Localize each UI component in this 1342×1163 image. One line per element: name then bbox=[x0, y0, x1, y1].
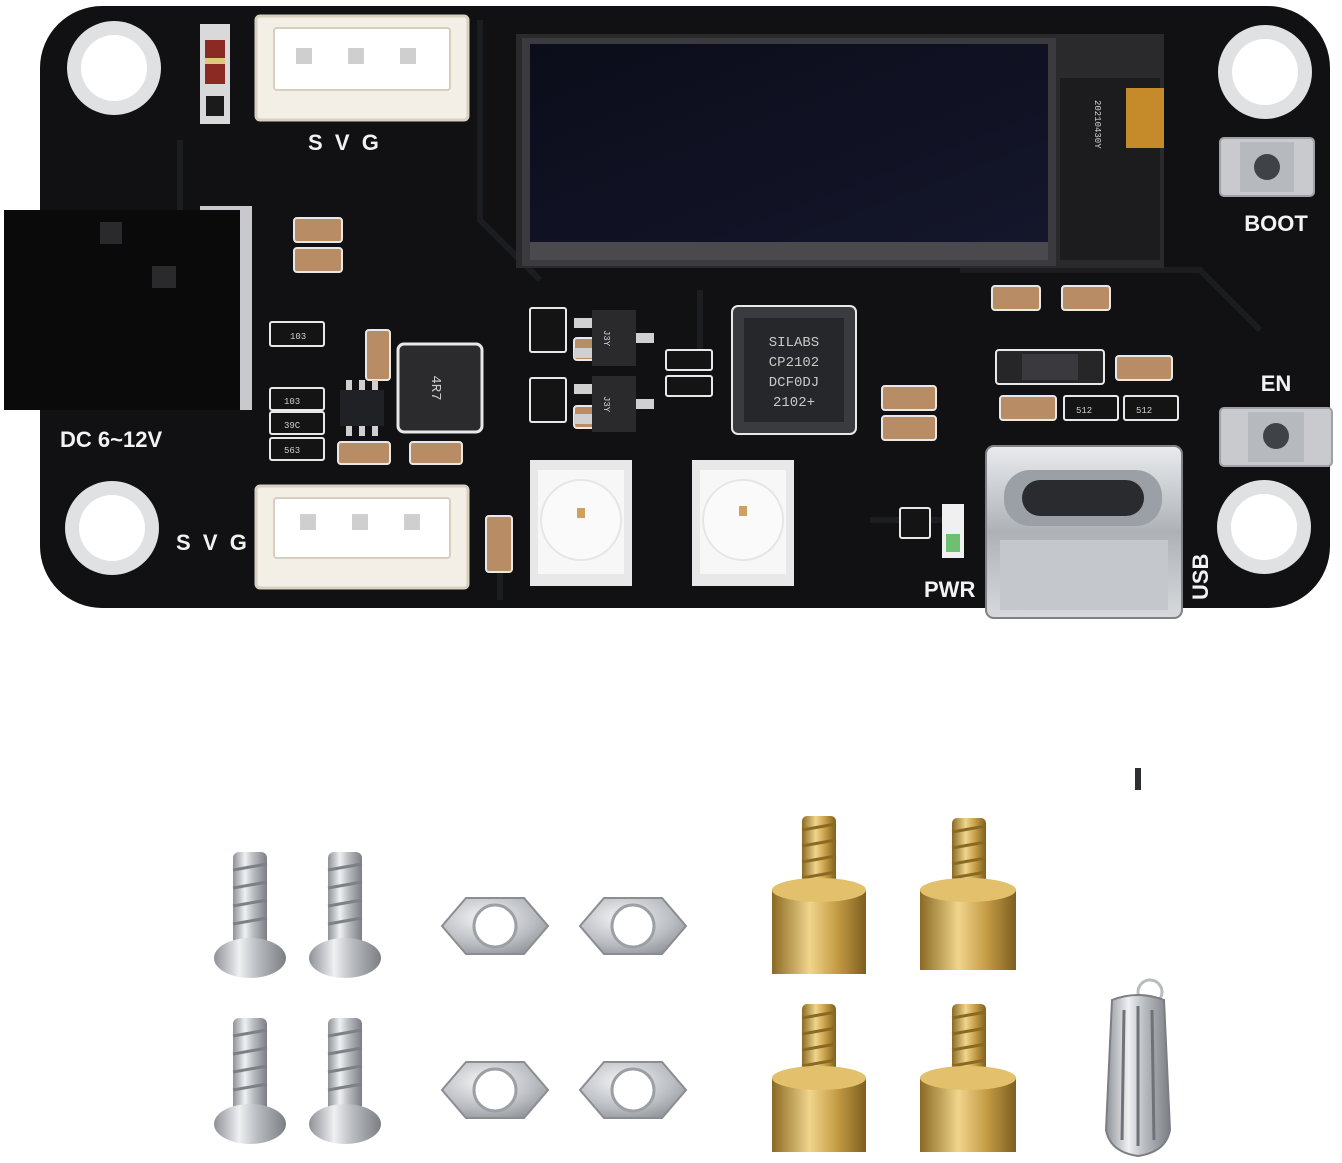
regulator-ic bbox=[340, 380, 384, 436]
chip-line-4: 2102+ bbox=[773, 395, 815, 411]
diode bbox=[200, 24, 230, 124]
standoff-4 bbox=[920, 1004, 1016, 1152]
boot-label: BOOT bbox=[1244, 211, 1308, 236]
standoff-2 bbox=[920, 818, 1016, 970]
mounting-hole-tl bbox=[67, 21, 161, 115]
transistor-1: J3Y bbox=[574, 310, 654, 366]
pwr-label: PWR bbox=[924, 577, 975, 602]
standoff-3 bbox=[772, 1004, 866, 1152]
oled-display: 20210430Y bbox=[516, 34, 1164, 268]
mounting-hole-bl bbox=[65, 481, 159, 575]
accessory-kit bbox=[214, 768, 1172, 1158]
mounting-hole-br bbox=[1217, 480, 1311, 574]
svg-text:J3Y: J3Y bbox=[601, 330, 611, 347]
oled-flex-code: 20210430Y bbox=[1092, 100, 1102, 149]
screw-2 bbox=[309, 852, 381, 978]
servo-connector-bottom[interactable] bbox=[254, 484, 470, 590]
oled-screen bbox=[530, 44, 1048, 242]
resistor-code-6: 512 bbox=[1136, 406, 1152, 416]
dc-input-label: DC 6~12V bbox=[60, 427, 162, 452]
servo-connector-top[interactable] bbox=[254, 14, 470, 122]
resistor-code-2: 103 bbox=[284, 397, 300, 407]
resistor-code-5: 512 bbox=[1076, 406, 1092, 416]
rgb-led-2 bbox=[692, 460, 794, 586]
screw-1 bbox=[214, 852, 286, 978]
screw-3 bbox=[214, 1018, 286, 1144]
usb-uart-chip: SILABS CP2102 DCF0DJ 2102+ bbox=[731, 305, 857, 435]
screwdriver bbox=[1104, 768, 1172, 1158]
boot-button[interactable] bbox=[1219, 137, 1315, 197]
en-button[interactable] bbox=[1219, 407, 1333, 467]
smd-resistors bbox=[269, 307, 1179, 539]
transistor-2: J3Y bbox=[574, 376, 654, 432]
inductor-code: 4R7 bbox=[427, 375, 443, 400]
pcb-board: S V G 20210430Y BOOT DC 6~12V bbox=[4, 6, 1333, 619]
dc-power-jack[interactable] bbox=[4, 206, 252, 410]
svg-text:J3Y: J3Y bbox=[601, 396, 611, 413]
nut-4 bbox=[578, 1061, 688, 1119]
chip-line-1: SILABS bbox=[769, 335, 819, 351]
resistor-code-1: 103 bbox=[290, 332, 306, 342]
usb-c-port[interactable] bbox=[985, 445, 1183, 619]
chip-line-3: DCF0DJ bbox=[769, 375, 819, 391]
bottom-connector-label: S V G bbox=[176, 530, 247, 555]
resistor-code-4: 563 bbox=[284, 446, 300, 456]
power-mosfet bbox=[995, 349, 1105, 385]
inductor: 4R7 bbox=[396, 342, 484, 434]
usb-label: USB bbox=[1188, 554, 1213, 600]
rgb-led-1 bbox=[530, 460, 632, 586]
nut-2 bbox=[578, 897, 688, 955]
chip-line-2: CP2102 bbox=[769, 355, 819, 371]
nut-1 bbox=[440, 897, 550, 955]
nut-3 bbox=[440, 1061, 550, 1119]
mounting-hole-tr bbox=[1218, 25, 1312, 119]
power-led bbox=[942, 504, 964, 558]
screw-4 bbox=[309, 1018, 381, 1144]
resistor-code-3: 39C bbox=[284, 421, 301, 431]
standoff-1 bbox=[772, 816, 866, 974]
en-label: EN bbox=[1261, 371, 1292, 396]
top-connector-label: S V G bbox=[308, 130, 379, 155]
